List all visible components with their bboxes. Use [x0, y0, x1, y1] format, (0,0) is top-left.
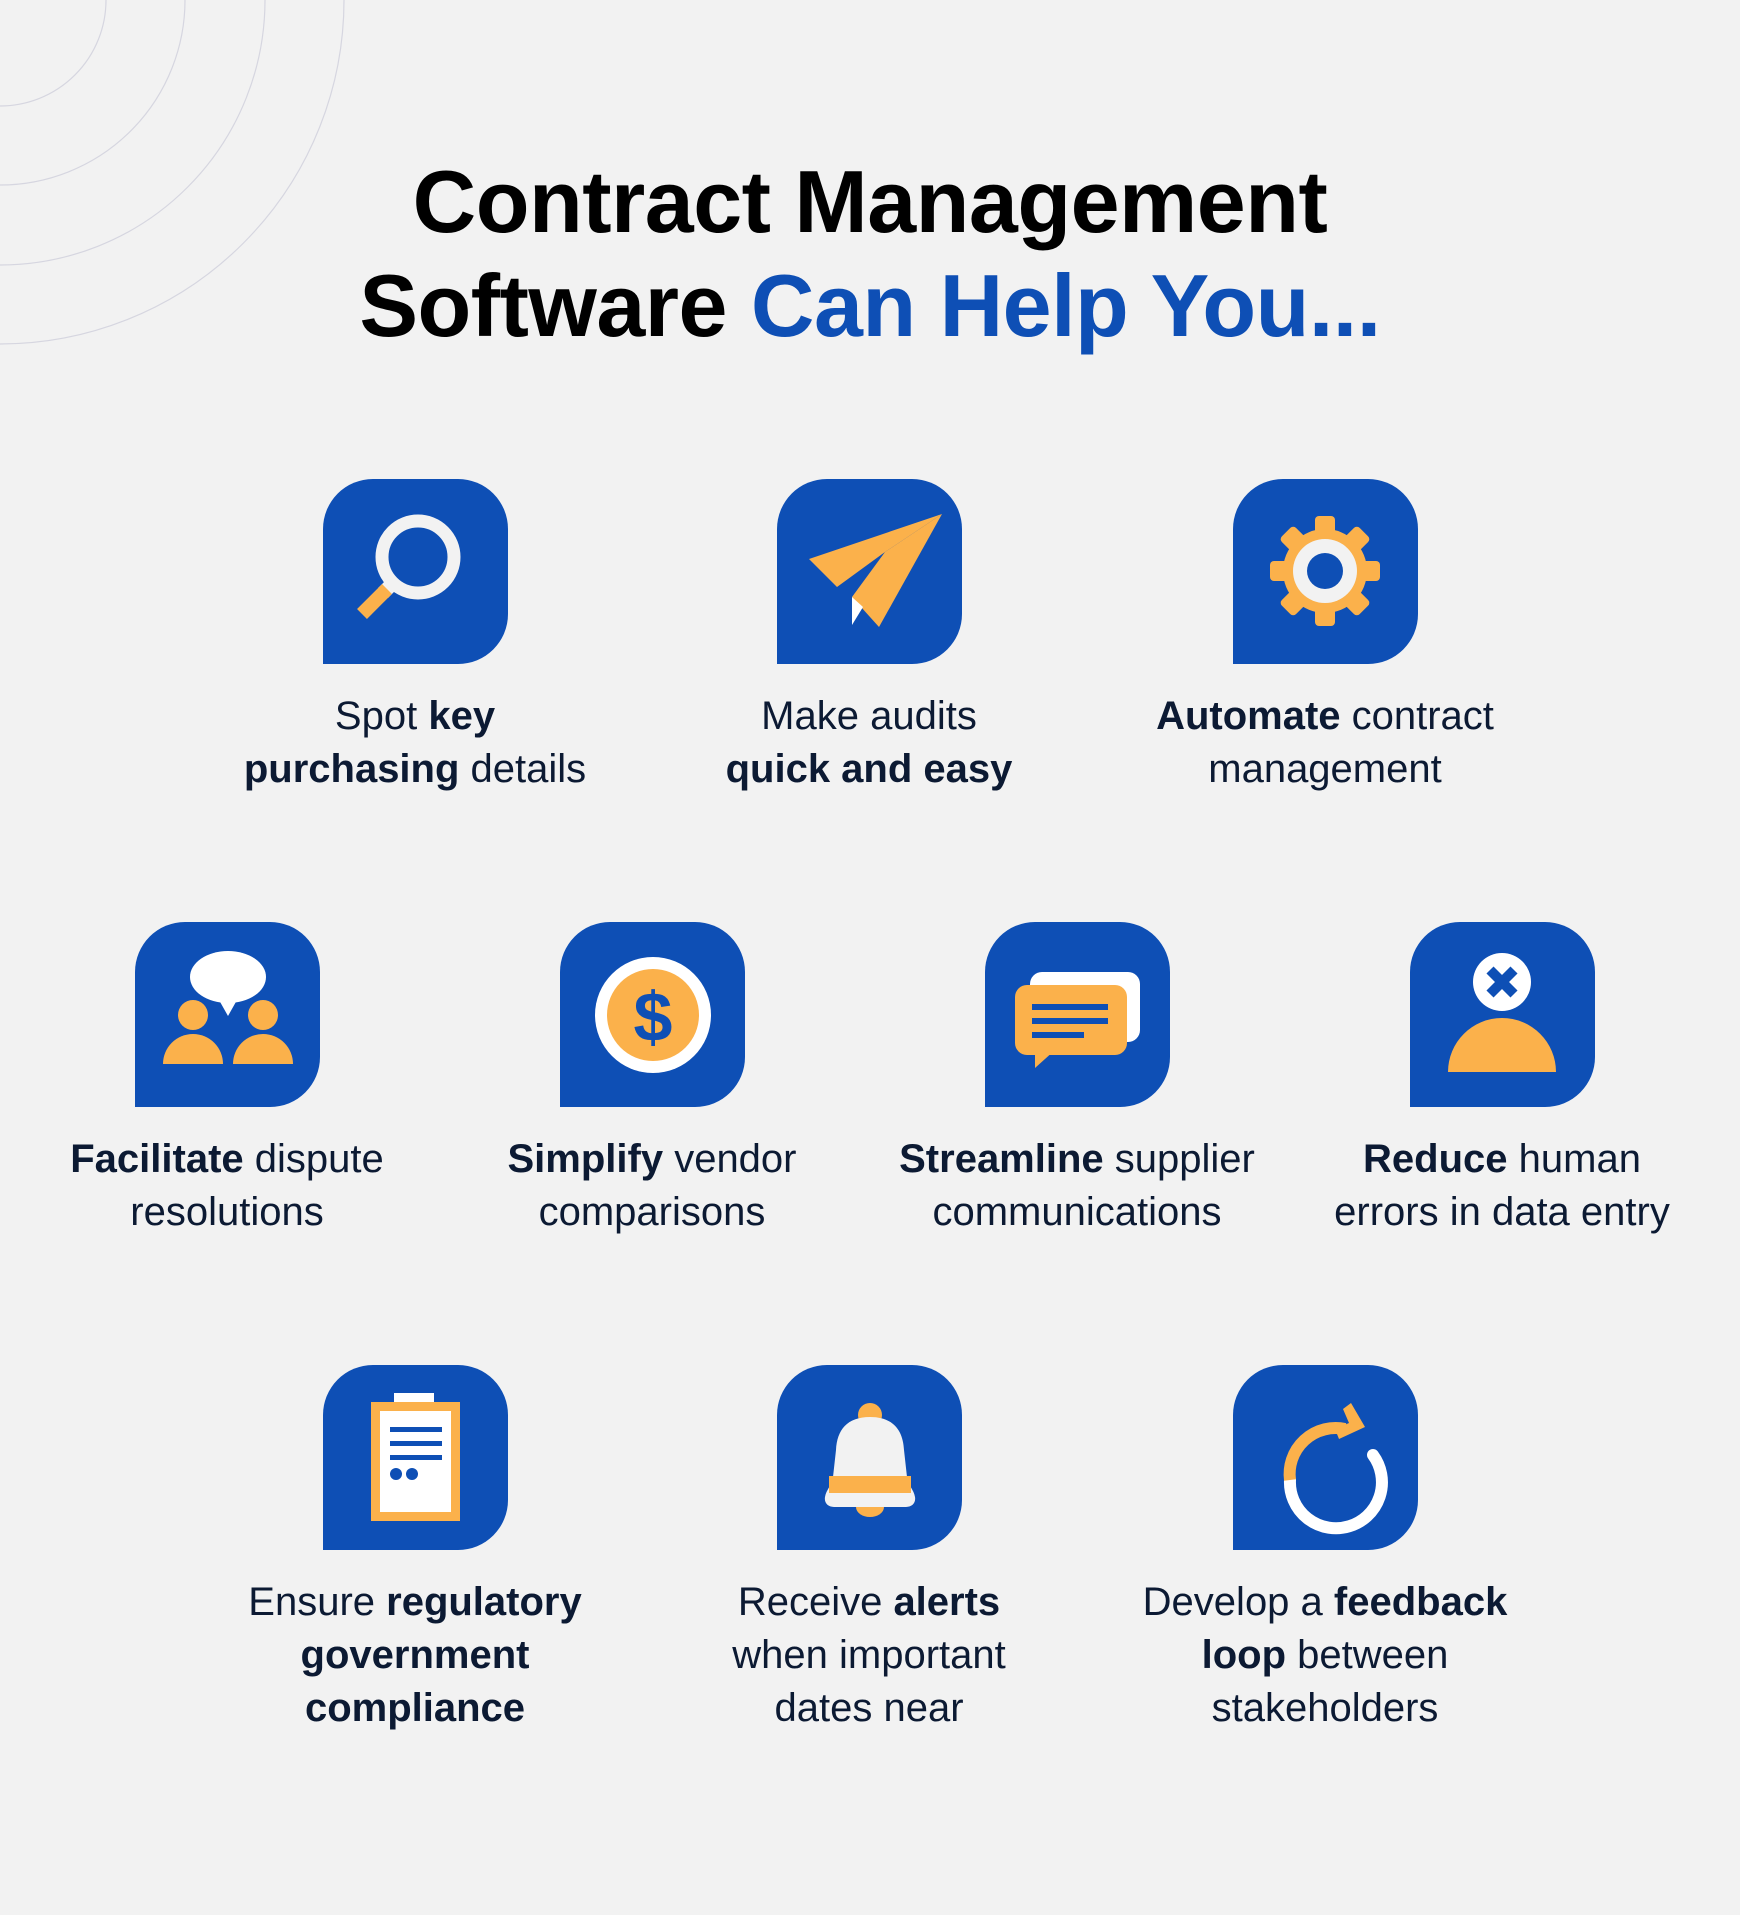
caption-bold-text: Reduce [1363, 1137, 1508, 1181]
caption-line: management [1115, 743, 1535, 796]
caption-line: resolutions [17, 1186, 437, 1239]
caption-line: loop between [1115, 1629, 1535, 1682]
caption-line: Automate contract [1115, 690, 1535, 743]
caption-text: details [459, 747, 587, 791]
caption-text: when important [732, 1633, 1006, 1677]
caption-text: supplier [1103, 1137, 1255, 1181]
caption-bold-text: Streamline [899, 1137, 1104, 1181]
clipboard-icon [322, 1365, 508, 1550]
page-title: Contract Management Software Can Help Yo… [0, 150, 1740, 358]
caption-line: dates near [659, 1682, 1079, 1735]
caption-line: Streamline supplier [867, 1133, 1287, 1186]
caption-text: dates near [774, 1686, 964, 1730]
caption-line: Develop a feedback [1115, 1576, 1535, 1629]
caption-line: Simplify vendor [442, 1133, 862, 1186]
title-plain: Software [359, 256, 727, 355]
caption-text: Receive [737, 1580, 894, 1624]
dollar-coin-icon: $ [559, 922, 745, 1107]
caption-line: Ensure regulatory [205, 1576, 625, 1629]
gear-icon [1232, 479, 1418, 664]
caption-line: comparisons [442, 1186, 862, 1239]
benefit-caption: Make audits quick and easy [659, 690, 1079, 796]
caption-bold-text: compliance [304, 1686, 526, 1730]
caption-line: government [205, 1629, 625, 1682]
caption-text: errors in data entry [1334, 1190, 1670, 1234]
caption-bold-text: Simplify [507, 1137, 664, 1181]
caption-text: comparisons [538, 1190, 766, 1234]
caption-bold-text: Automate [1156, 694, 1341, 738]
caption-line: Reduce human [1292, 1133, 1712, 1186]
caption-line: Receive alerts [659, 1576, 1079, 1629]
caption-text: stakeholders [1211, 1686, 1439, 1730]
caption-bold-text: key [428, 694, 496, 738]
caption-bold-text: government [300, 1633, 530, 1677]
paper-plane-icon [776, 479, 962, 664]
caption-text: Develop a [1142, 1580, 1334, 1624]
caption-bold-text: alerts [893, 1580, 1001, 1624]
caption-bold-text: regulatory [386, 1580, 582, 1624]
caption-bold-text: Facilitate [70, 1137, 244, 1181]
title-line-1: Contract Management [412, 152, 1328, 251]
caption-bold-text: purchasing [243, 747, 460, 791]
caption-line: Facilitate dispute [17, 1133, 437, 1186]
caption-line: errors in data entry [1292, 1186, 1712, 1239]
svg-text:$: $ [633, 978, 672, 1056]
chat-bubbles-icon [984, 922, 1170, 1107]
caption-bold-text: feedback [1333, 1580, 1508, 1624]
title-accent: Can Help You... [750, 256, 1381, 355]
refresh-loop-icon [1232, 1365, 1418, 1550]
caption-line: communications [867, 1186, 1287, 1239]
user-error-icon [1409, 922, 1595, 1107]
caption-line: stakeholders [1115, 1682, 1535, 1735]
title-line-2: Software Can Help You... [0, 254, 1740, 358]
caption-text: Spot [334, 694, 429, 738]
caption-text: between [1286, 1633, 1449, 1677]
bell-icon [776, 1365, 962, 1550]
caption-line: purchasing details [205, 743, 625, 796]
people-speech-icon [134, 922, 320, 1107]
caption-line: compliance [205, 1682, 625, 1735]
caption-line: when important [659, 1629, 1079, 1682]
caption-text: management [1208, 747, 1442, 791]
caption-text: communications [932, 1190, 1222, 1234]
caption-line: Spot key [205, 690, 625, 743]
caption-text: human [1507, 1137, 1641, 1181]
caption-bold-text: quick and easy [725, 747, 1013, 791]
caption-line: quick and easy [659, 743, 1079, 796]
benefit-item: Make audits quick and easy [659, 479, 1079, 796]
caption-text: vendor [663, 1137, 797, 1181]
caption-text: dispute [243, 1137, 384, 1181]
magnifying-glass-icon [322, 479, 508, 664]
caption-text: Ensure [248, 1580, 387, 1624]
caption-text: resolutions [130, 1190, 324, 1234]
caption-bold-text: loop [1201, 1633, 1287, 1677]
caption-text: Make audits [761, 694, 977, 738]
caption-line: Make audits [659, 690, 1079, 743]
caption-text: contract [1340, 694, 1494, 738]
